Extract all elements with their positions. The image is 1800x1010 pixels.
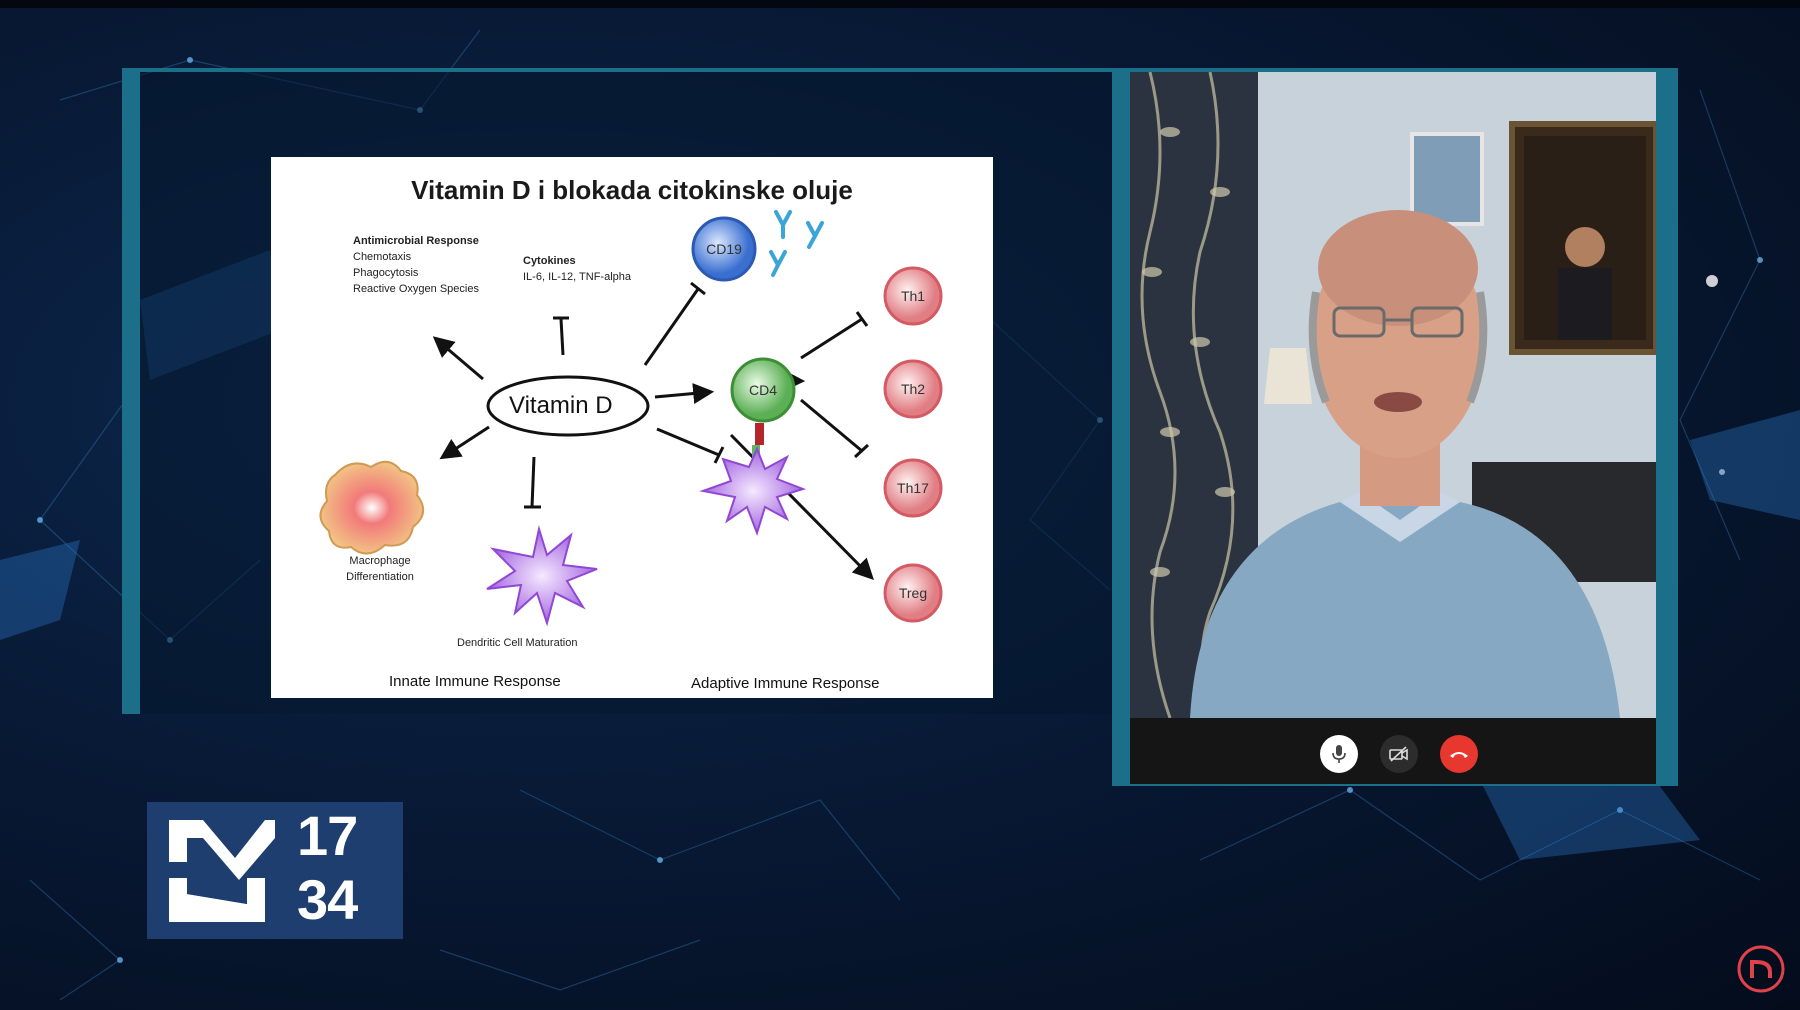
th17-label: Th17 <box>897 480 929 496</box>
top-strip <box>0 0 1800 8</box>
antimicrobial-heading: Antimicrobial Response <box>353 235 479 247</box>
n1-logo-mark <box>169 820 275 922</box>
slide-title: Vitamin D i blokada citokinske oluje <box>411 175 853 205</box>
th1-label: Th1 <box>900 288 926 304</box>
channel-watermark-icon <box>1737 945 1785 993</box>
diagram-graphics <box>319 210 943 627</box>
treg-label: Treg <box>898 585 928 601</box>
macrophage-label: Macrophage Differentiation <box>346 555 414 583</box>
hang-up-icon <box>1450 752 1468 758</box>
dendritic-cell-small-shape <box>699 446 807 537</box>
cytokines-items: IL-6, IL-12, TNF-alpha <box>523 271 632 283</box>
person-body <box>1190 502 1620 718</box>
adaptive-label: Adaptive Immune Response <box>691 675 880 692</box>
dendritic-label: Dendritic Cell Maturation <box>457 637 578 649</box>
th2-label: Th2 <box>900 381 926 397</box>
th2-cell <box>883 359 943 419</box>
logo-number-top: 17 <box>297 804 358 867</box>
treg-cell <box>883 563 943 623</box>
end-call-button[interactable] <box>1440 735 1478 773</box>
th17-cell <box>883 458 943 518</box>
participant-video <box>1130 72 1656 718</box>
innate-label: Innate Immune Response <box>389 673 561 690</box>
channel-logo: 17 34 <box>147 802 403 939</box>
logo-number-bottom: 34 <box>297 868 358 931</box>
microphone-button[interactable] <box>1320 735 1358 773</box>
wall-picture <box>1410 132 1484 226</box>
presentation-slide: Vitamin D i blokada citokinske oluje <box>271 157 993 698</box>
antimicrobial-item: Reactive Oxygen Species <box>353 283 479 295</box>
camera-off-icon <box>1389 746 1408 762</box>
th1-cell <box>883 266 943 326</box>
dendritic-cell-shape <box>486 525 598 627</box>
cd4-label: CD4 <box>748 382 777 398</box>
cd4-cell <box>730 357 796 423</box>
cd19-cell <box>691 216 757 282</box>
vitamin-d-ellipse <box>486 375 650 437</box>
antimicrobial-item: Chemotaxis <box>353 251 412 263</box>
call-controls-bar <box>1130 718 1656 784</box>
microphone-icon <box>1332 745 1346 763</box>
antimicrobial-item: Phagocytosis <box>353 267 419 279</box>
camera-toggle-button[interactable] <box>1380 735 1418 773</box>
macrophage-shape <box>319 460 424 555</box>
vitamin-d-label: Vitamin D <box>509 392 613 419</box>
cytokines-heading: Cytokines <box>523 255 576 267</box>
cd19-label: CD19 <box>706 241 742 257</box>
participant-video-scene <box>1130 72 1656 718</box>
